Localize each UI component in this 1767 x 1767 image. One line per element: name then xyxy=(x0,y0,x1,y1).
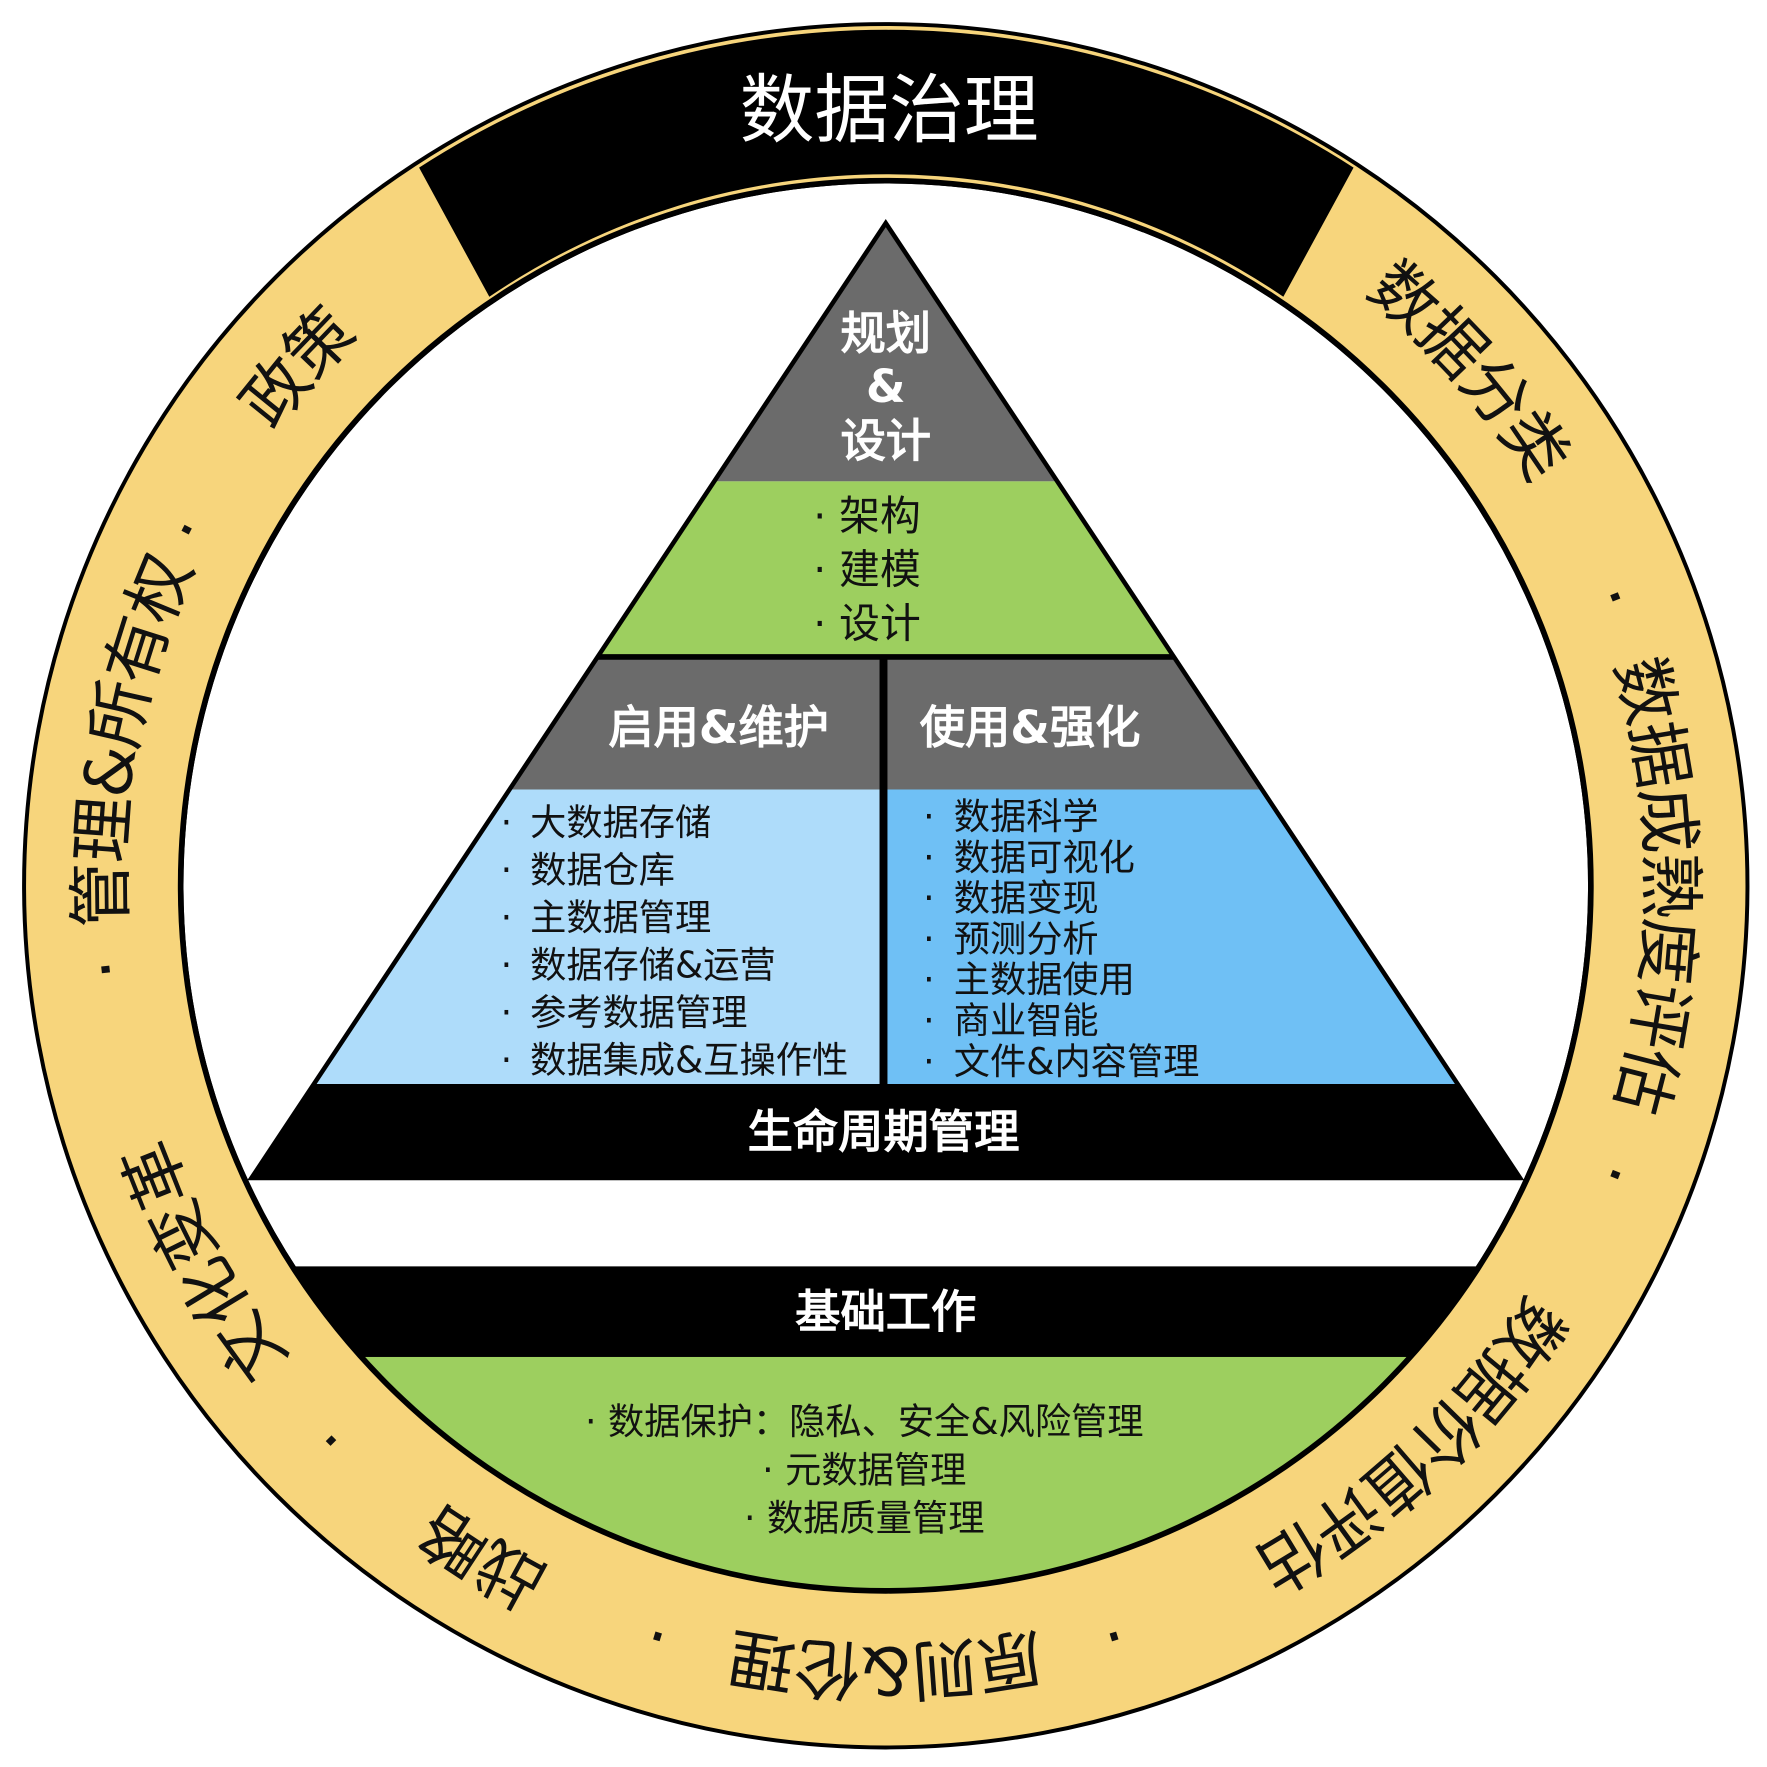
svg-text:·: · xyxy=(923,836,935,879)
foundation-item: · 元数据管理 xyxy=(762,1449,966,1492)
list-item: 文件&内容管理 xyxy=(954,1040,1200,1083)
ring-title: 数据治理 xyxy=(740,67,1039,154)
planning-title-line: 设计 xyxy=(840,414,931,467)
list-item: 大数据存储 xyxy=(530,801,711,844)
governance-segment xyxy=(419,29,1354,297)
planning-items-tier xyxy=(598,481,1174,657)
svg-text:·: · xyxy=(923,795,935,838)
use-enhance-list: · 数据科学 · 数据可视化 · 数据变现 · 预测分析 · 主数据使用 · 商业智能 · 文… xyxy=(923,795,1199,1083)
ring-outer-border xyxy=(22,22,1750,1750)
foundation-item: · 数据保护：隐私、安全&风险管理 xyxy=(585,1400,1144,1443)
list-item: 商业智能 xyxy=(954,999,1099,1042)
foundation-item: · 数据质量管理 xyxy=(744,1496,984,1539)
pyramid: 规划 & 设计 · 架构 · 建模 · 设计 启用&维护 使用&强化 · 大数据存… xyxy=(247,219,1525,1181)
list-item: 数据仓库 xyxy=(530,848,675,891)
enable-maintain-list: · 大数据存储 · 数据仓库 · 主数据管理 · 数据存储&运营 · 参考数据管理 · 数据… xyxy=(501,801,849,1082)
lifecycle-band xyxy=(251,1083,1521,1178)
svg-text:·: · xyxy=(923,958,935,1001)
list-item: 数据科学 xyxy=(954,795,1099,838)
svg-text:·: · xyxy=(501,801,513,844)
foundation-band xyxy=(226,1266,1541,1357)
enable-maintain-title: 启用&维护 xyxy=(608,701,829,754)
svg-text:·: · xyxy=(923,1040,935,1083)
planning-item: · 架构 xyxy=(813,492,920,540)
svg-text:·: · xyxy=(501,944,513,987)
planning-item: · 设计 xyxy=(813,600,920,648)
list-item: 数据存储&运营 xyxy=(530,944,776,987)
svg-text:·: · xyxy=(923,999,935,1042)
enable-maintain-panel xyxy=(313,789,884,1084)
svg-text:·: · xyxy=(501,1039,513,1082)
use-enhance-panel xyxy=(883,789,1458,1084)
svg-text:·: · xyxy=(923,917,935,960)
ring-label-principles-ethics: 原则&伦理 xyxy=(724,1617,1048,1708)
svg-text:·: · xyxy=(501,896,513,939)
list-item: 数据可视化 xyxy=(954,836,1135,879)
list-item: 主数据管理 xyxy=(530,896,711,939)
list-item: 参考数据管理 xyxy=(530,991,747,1034)
lifecycle-title: 生命周期管理 xyxy=(748,1105,1020,1158)
foundation-title: 基础工作 xyxy=(795,1286,976,1339)
planning-item: · 建模 xyxy=(813,545,920,593)
use-enhance-title: 使用&强化 xyxy=(920,701,1141,754)
pyramid-outline xyxy=(247,219,1525,1181)
planning-tier xyxy=(714,223,1057,482)
svg-text:原则&伦理: 原则&伦理 xyxy=(724,1617,1048,1708)
svg-text:·: · xyxy=(923,877,935,920)
svg-text:·: · xyxy=(501,848,513,891)
planning-title-line: 规划 xyxy=(840,307,931,360)
planning-title-line: & xyxy=(866,360,906,413)
list-item: 主数据使用 xyxy=(954,958,1135,1001)
list-item: 数据变现 xyxy=(954,877,1099,920)
list-item: 预测分析 xyxy=(954,917,1099,960)
svg-text:·: · xyxy=(501,991,513,1034)
list-item: 数据集成&互操作性 xyxy=(530,1039,848,1082)
